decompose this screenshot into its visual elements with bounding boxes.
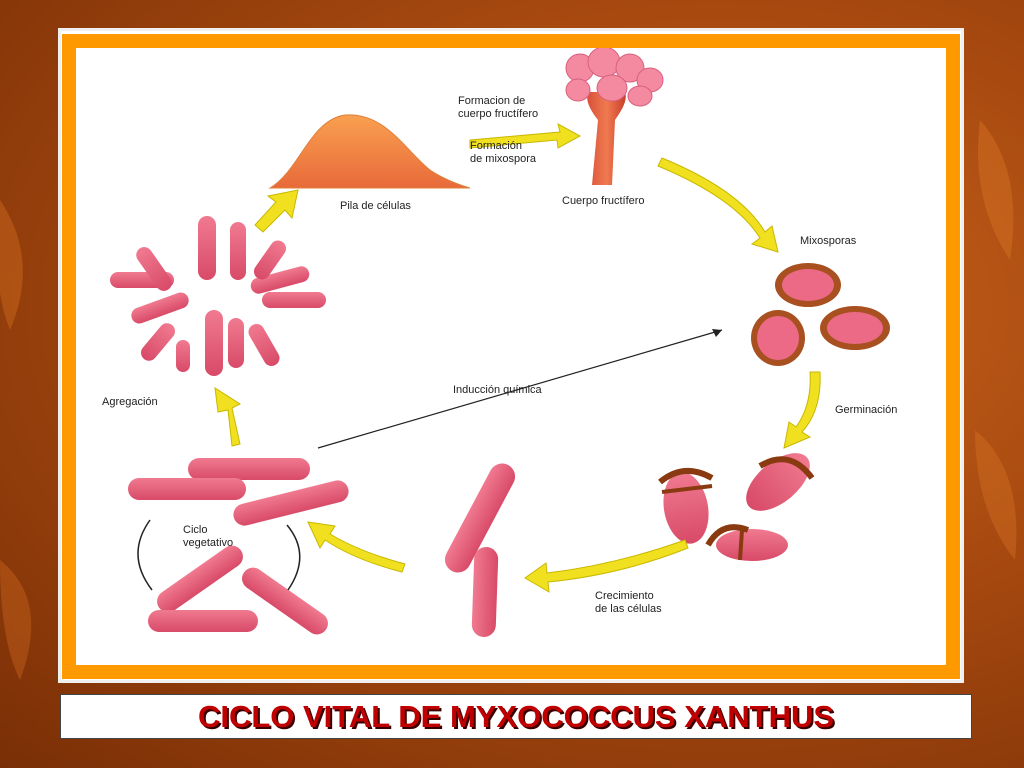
arrow-to-growth xyxy=(524,539,689,593)
label-formacion-cuerpo: Formacion de cuerpo fructífero xyxy=(458,95,539,120)
arrow-to-vegetative xyxy=(307,521,406,573)
growing-cells xyxy=(444,463,516,637)
myxospores xyxy=(751,263,890,366)
fruiting-body xyxy=(565,48,664,185)
label-mixosporas: Mixosporas xyxy=(800,235,857,247)
chemical-induction-arrow xyxy=(317,329,723,449)
germinating-spores xyxy=(658,453,815,561)
slide-title: CICLO VITAL DE MYXOCOCCUS XANTHUS xyxy=(197,698,835,734)
arrow-to-aggregation xyxy=(214,387,242,447)
label-pila-celulas: Pila de células xyxy=(340,200,411,212)
label-ciclo-vegetativo: Ciclo vegetativo xyxy=(183,524,234,549)
vegetative-cells xyxy=(128,458,349,635)
title-bar: CICLO VITAL DE MYXOCOCCUS XANTHUS xyxy=(60,694,972,739)
label-induccion: Inducción química xyxy=(453,384,542,396)
myxococcus-life-cycle-diagram xyxy=(110,48,890,637)
arrow-to-fruiting xyxy=(469,123,582,149)
label-agregacion: Agregación xyxy=(102,396,158,408)
label-crecimiento: Crecimiento de las células xyxy=(595,590,662,615)
arrow-to-germination xyxy=(783,371,821,449)
arrow-to-pile xyxy=(254,189,299,233)
label-cuerpo-fructifero: Cuerpo fructífero xyxy=(562,195,645,207)
label-formacion-mixospora: Formación de mixospora xyxy=(470,140,537,165)
cycle-arrows xyxy=(214,123,821,593)
cell-pile xyxy=(268,114,471,189)
arrow-to-spores xyxy=(657,157,779,253)
aggregation-cells xyxy=(110,216,326,376)
label-germinacion: Germinación xyxy=(835,404,898,416)
